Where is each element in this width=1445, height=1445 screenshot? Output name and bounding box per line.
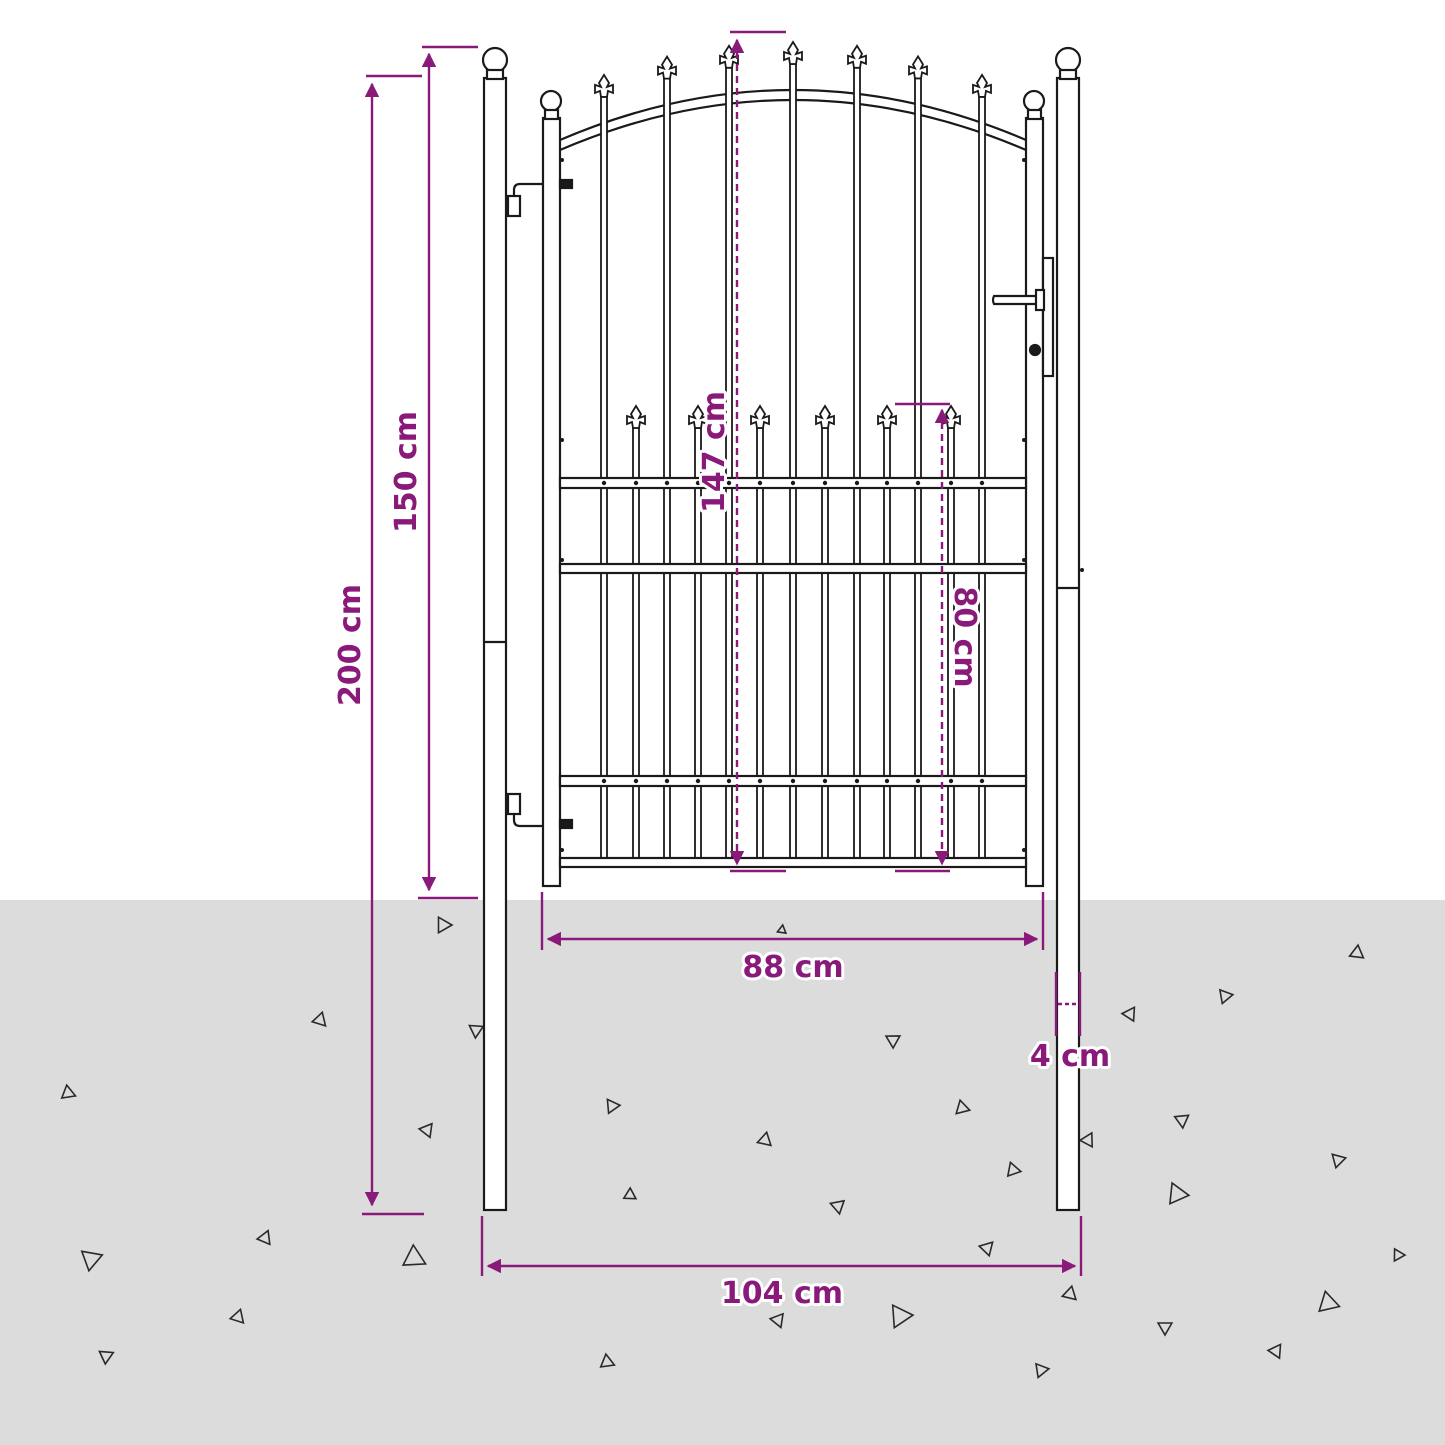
gravel-pattern (60, 915, 1407, 1380)
ground-area (0, 900, 1445, 1445)
dimension-lines (362, 30, 1083, 1276)
tall-bars (594, 40, 992, 867)
left-post-finial (481, 46, 509, 74)
upper-hinge (506, 178, 574, 218)
lower-hinge (506, 792, 574, 830)
gate-left-stile (541, 116, 562, 888)
gate-drawing (481, 40, 1084, 1212)
right-post-finial (1054, 46, 1082, 74)
short-bars (626, 404, 961, 867)
gate-right-stile (1024, 116, 1045, 888)
label-gate-width: 88 cm (742, 950, 843, 985)
door-handle (991, 256, 1055, 378)
label-leaf-height: 147 cm (697, 391, 732, 513)
label-gate-height: 150 cm (389, 411, 424, 533)
label-panel-height: 80 cm (947, 586, 982, 687)
label-total-height: 200 cm (333, 584, 368, 706)
label-total-width: 104 cm (721, 1276, 843, 1311)
label-post-width: 4 cm (1030, 1039, 1110, 1074)
left-post (482, 76, 508, 1212)
